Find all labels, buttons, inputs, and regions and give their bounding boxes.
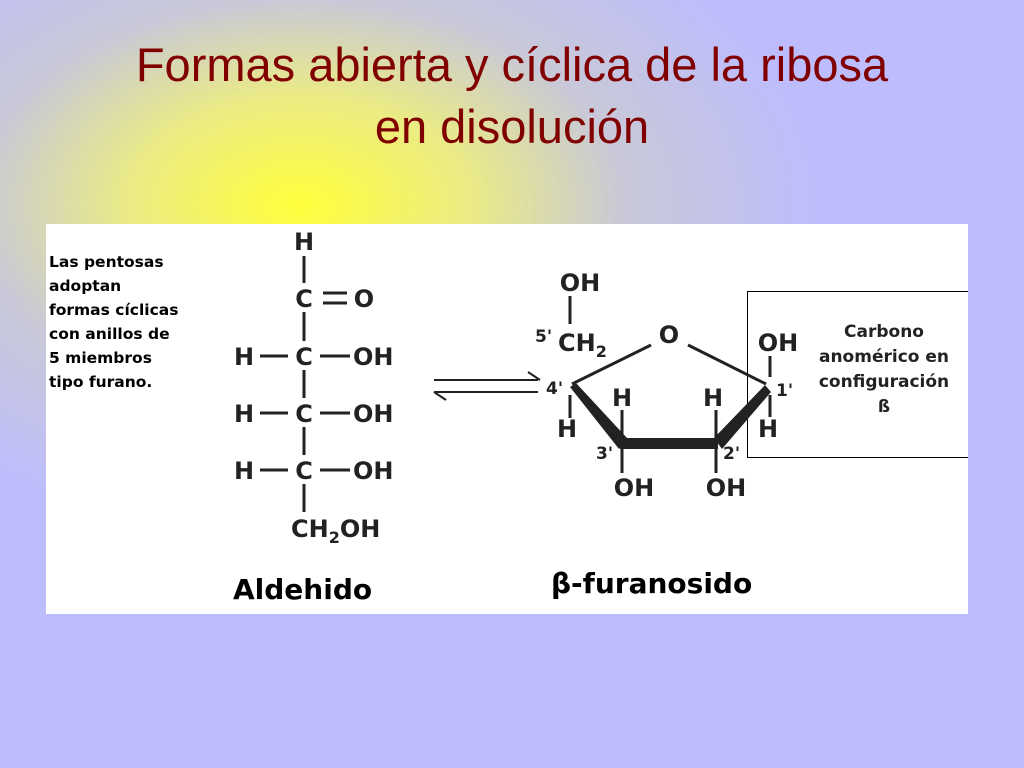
atom-h-top: H xyxy=(294,228,314,256)
atom-c3: C xyxy=(295,400,313,428)
ring-wedge-right xyxy=(714,385,771,449)
ring-wedge-left xyxy=(570,383,627,449)
atom-c2: C xyxy=(295,343,313,371)
ch2oh-oh: OH xyxy=(340,515,381,543)
ch2oh-ch: CH xyxy=(291,515,329,543)
atom-ring-o: O xyxy=(659,321,679,349)
side-note-line: tipo furano. xyxy=(49,373,153,391)
group-oh-c2-ring: OH xyxy=(706,474,747,502)
group-ch2: CH2 xyxy=(558,329,607,361)
ch2-ch: CH xyxy=(558,329,596,357)
label-c4: 4' xyxy=(546,379,563,399)
label-c1: 1' xyxy=(776,381,793,401)
atom-c1: C xyxy=(295,285,313,313)
ch2-subscript: 2 xyxy=(596,342,607,361)
side-note-line: con anillos de xyxy=(49,325,170,343)
atom-c4: C xyxy=(295,457,313,485)
group-oh-c2: OH xyxy=(353,343,394,371)
ring-structure: OH 5' CH2 O OH 4' 1' H H H H 3' 2' OH OH xyxy=(535,269,798,502)
atom-h-c3: H xyxy=(234,400,254,428)
title-line-1: Formas abierta y cíclica de la ribosa xyxy=(135,38,889,91)
ring-bonds xyxy=(568,296,772,473)
group-ch2oh: CH2OH xyxy=(291,515,380,547)
group-oh-c4: OH xyxy=(353,457,394,485)
side-note: Las pentosas adoptan formas cíclicas con… xyxy=(49,250,224,394)
ring-wedge-front xyxy=(620,438,718,449)
atom-o-carbonyl: O xyxy=(354,285,374,313)
side-note-line: Las pentosas xyxy=(49,253,164,271)
label-c3: 3' xyxy=(596,444,613,464)
atom-h-c2-up: H xyxy=(703,384,723,412)
atom-h-c4: H xyxy=(234,457,254,485)
group-oh-anomeric: OH xyxy=(758,329,799,357)
group-oh-top: OH xyxy=(560,269,601,297)
backbone-bonds xyxy=(260,256,350,512)
anomeric-callout-text: Carbono anomérico en configuración ß xyxy=(808,320,960,420)
atom-h-c3-up: H xyxy=(612,384,632,412)
slide-title: Formas abierta y cíclica de la ribosa en… xyxy=(0,34,1024,158)
callout-line: Carbono xyxy=(844,322,924,342)
callout-line: configuración xyxy=(818,372,950,392)
atom-h-c1-down: H xyxy=(758,415,778,443)
caption-beta-furanosido: β-furanosido xyxy=(551,567,753,600)
callout-line: anomérico en xyxy=(818,347,949,367)
ch2oh-subscript: 2 xyxy=(329,528,340,547)
caption-aldehido: Aldehido xyxy=(233,573,373,606)
label-c5: 5' xyxy=(535,327,552,347)
label-c2: 2' xyxy=(723,444,740,464)
side-note-line: adoptan xyxy=(49,277,122,295)
side-note-line: formas cíclicas xyxy=(49,301,179,319)
title-line-2: en disolución xyxy=(374,100,650,153)
atom-h-c4-down: H xyxy=(557,415,577,443)
callout-line: ß xyxy=(877,397,891,417)
group-oh-c3: OH xyxy=(353,400,394,428)
equilibrium-arrows xyxy=(433,371,541,401)
open-chain-structure: H C O H C OH H C OH H C OH CH2OH xyxy=(234,228,394,547)
atom-h-c2: H xyxy=(234,343,254,371)
group-oh-c3-ring: OH xyxy=(614,474,655,502)
side-note-line: 5 miembros xyxy=(49,349,152,367)
